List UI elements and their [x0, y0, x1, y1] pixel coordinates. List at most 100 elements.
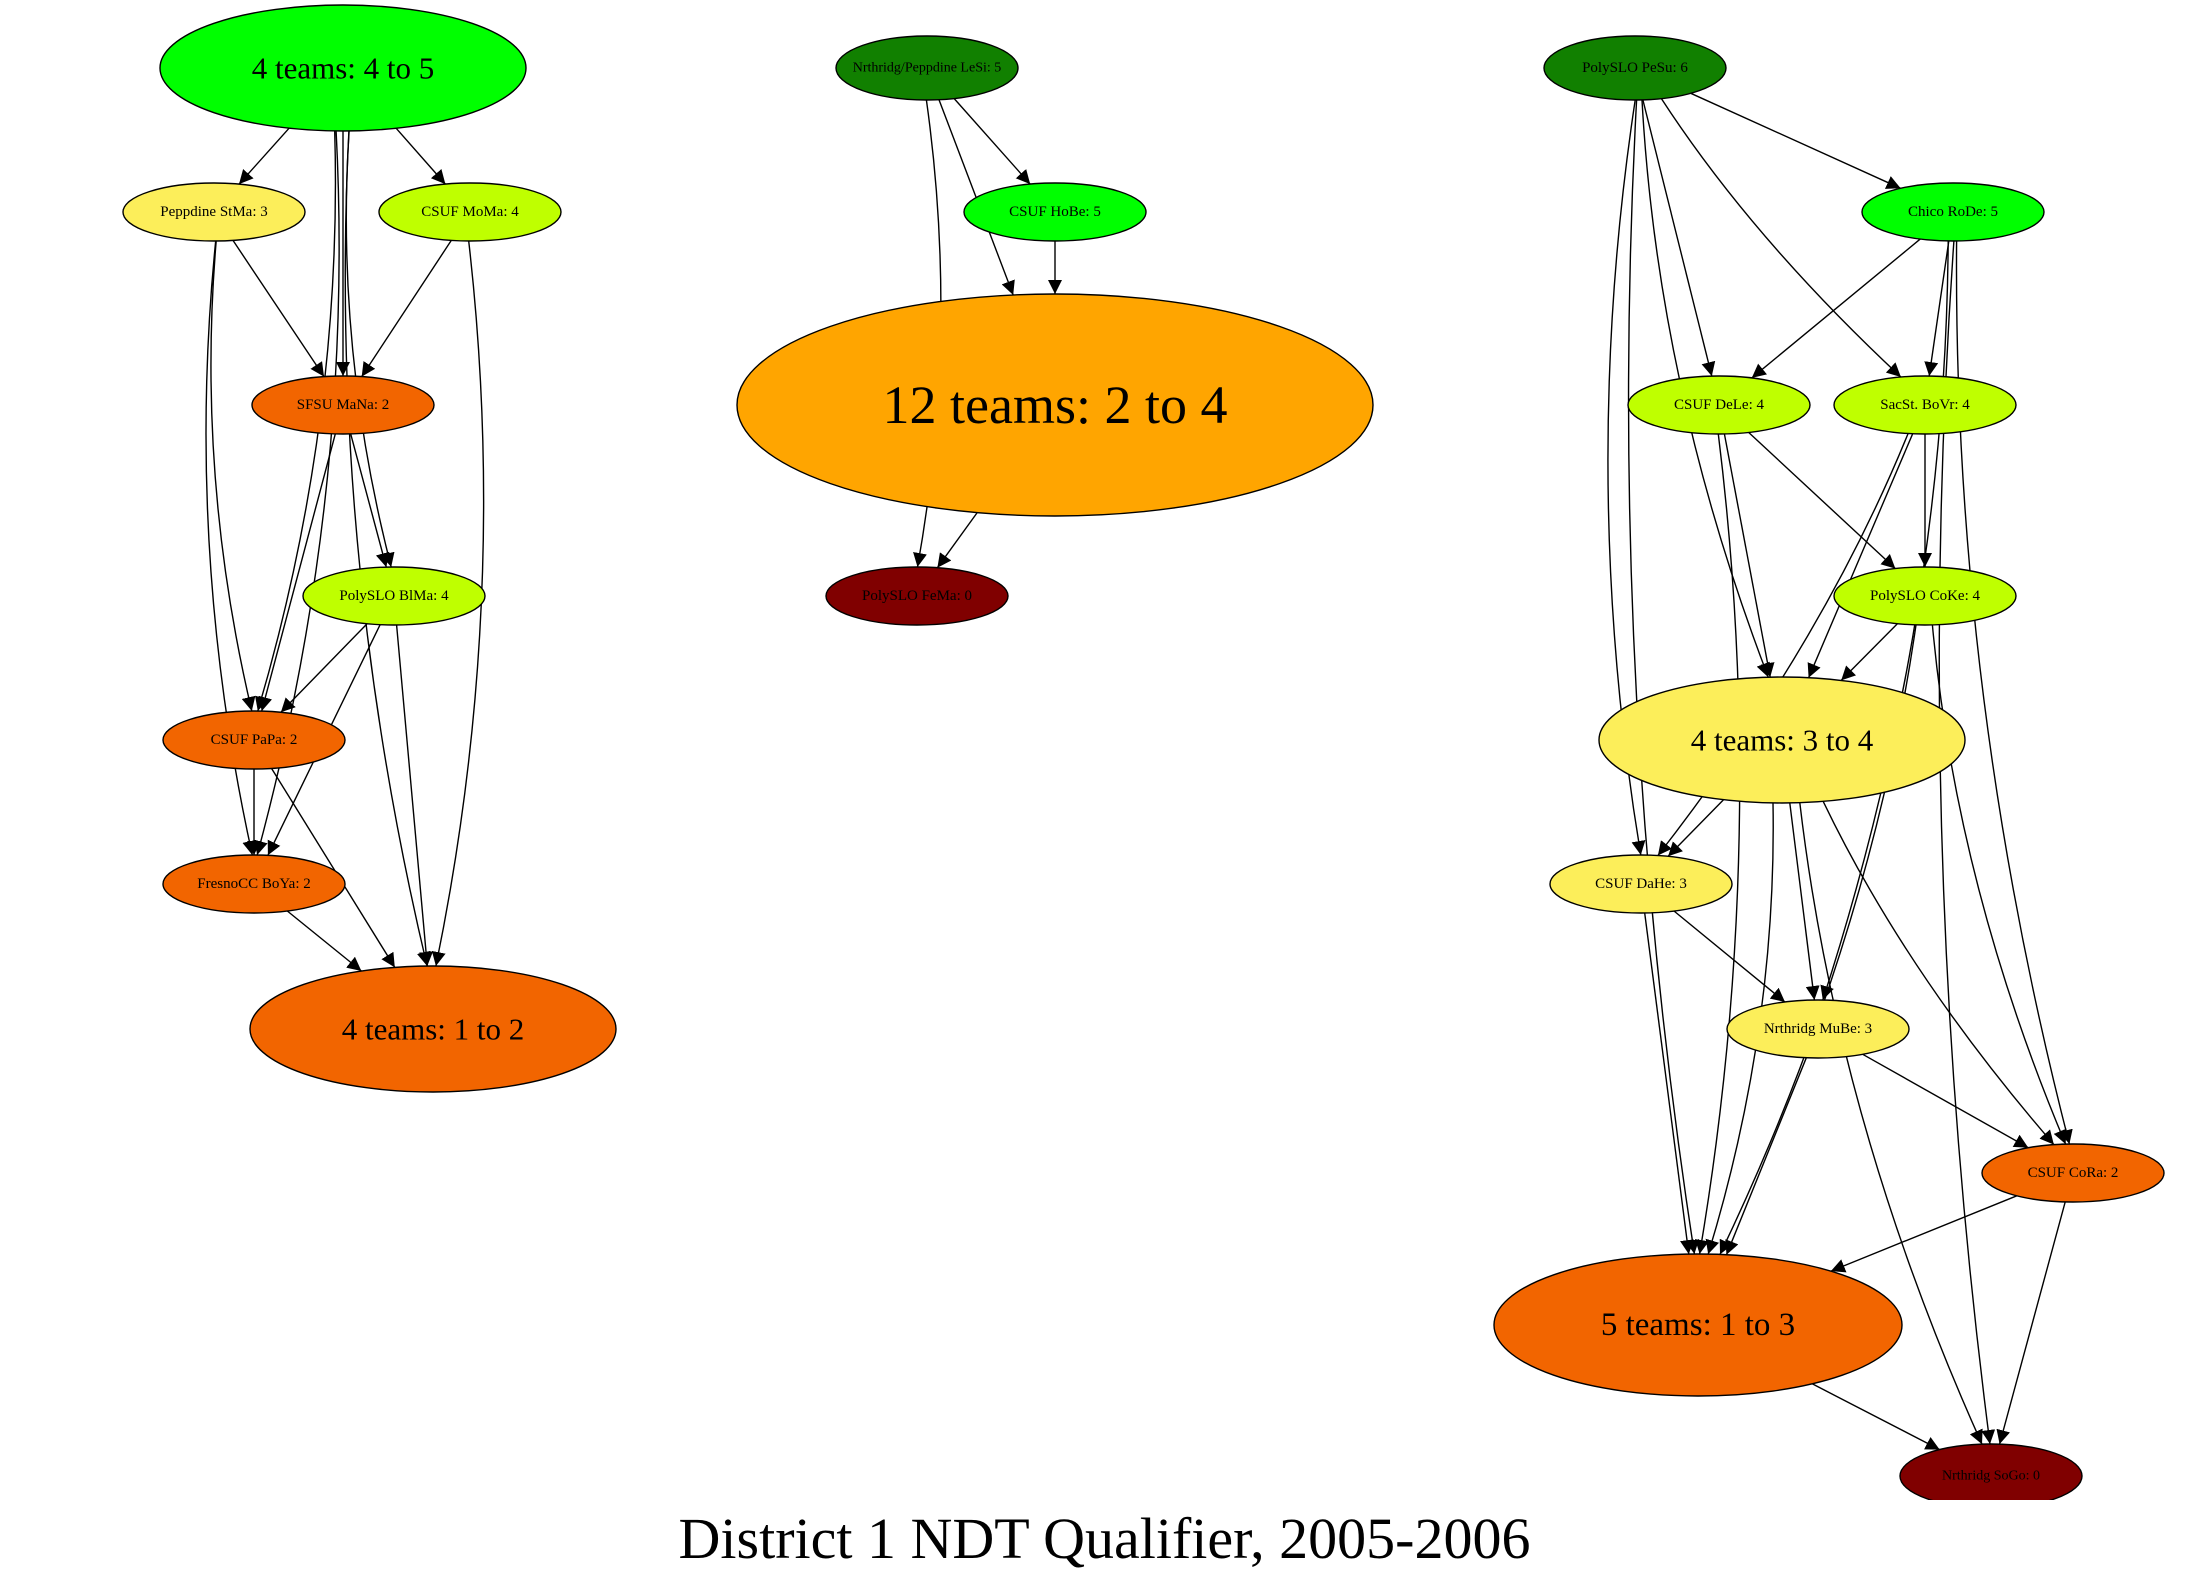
- edge-mana-to-blma: [350, 433, 390, 568]
- edge-pesu-to-g5_13: [1627, 99, 1700, 1255]
- ranking-graph: 4 teams: 4 to 5 Peppdine StMa: 3 CSUF MoMa…: [122, 4, 2165, 1500]
- node-hobe: CSUF HoBe: 5: [963, 182, 1147, 242]
- edge-g4_45-to-moma: [395, 127, 446, 185]
- node-cora: CSUF CoRa: 2: [1981, 1143, 2165, 1203]
- node-label: PolySLO FeMa: 0: [862, 588, 972, 604]
- node-dahe: CSUF DaHe: 3: [1549, 854, 1733, 914]
- edge-g4_34-to-dahe: [1667, 799, 1725, 857]
- edge-blma-to-g4_12: [395, 624, 434, 967]
- edge-mana-to-papa: [258, 433, 336, 712]
- node-label: 4 teams: 3 to 4: [1691, 723, 1874, 758]
- node-ellipse: [1543, 35, 1727, 101]
- edge-rode-to-cora: [1955, 240, 2073, 1145]
- edge-cora-to-sogo: [1996, 1201, 2066, 1445]
- edge-pesu-to-rode: [1690, 92, 1901, 189]
- node-coke: PolySLO CoKe: 4: [1833, 566, 2017, 626]
- node-label: CSUF DeLe: 4: [1674, 397, 1765, 413]
- node-label: 12 teams: 2 to 4: [883, 375, 1228, 435]
- node-papa: CSUF PaPa: 2: [162, 710, 346, 770]
- node-ellipse: [1981, 1143, 2165, 1203]
- node-g4_45: 4 teams: 4 to 5: [159, 4, 527, 132]
- edge-mube-to-cora: [1862, 1053, 2029, 1149]
- edge-rode-to-bovr: [1924, 240, 1950, 377]
- edge-coke-to-cora: [1931, 624, 2067, 1145]
- edge-cora-to-g5_13: [1830, 1195, 2018, 1273]
- edge-g4_45-to-stma: [238, 127, 290, 185]
- edge-dahe-to-g5_13: [1644, 912, 1694, 1255]
- edge-g4_34-to-cora: [1822, 801, 2055, 1146]
- edge-g4_34-to-sogo: [1799, 802, 1983, 1445]
- node-label: CSUF PaPa: 2: [211, 732, 298, 748]
- node-ellipse: [1493, 1253, 1903, 1397]
- node-ellipse: [122, 182, 306, 242]
- node-label: PolySLO CoKe: 4: [1870, 588, 1981, 604]
- node-pesu: PolySLO PeSu: 6: [1543, 35, 1727, 101]
- node-ellipse: [159, 4, 527, 132]
- node-ellipse: [736, 293, 1374, 517]
- edge-stma-to-mana: [232, 240, 325, 377]
- node-blma: PolySLO BlMa: 4: [302, 566, 486, 626]
- edge-moma-to-mana: [361, 240, 452, 377]
- node-ellipse: [1833, 566, 2017, 626]
- node-label: PolySLO BlMa: 4: [339, 588, 449, 604]
- node-label: SacSt. BoVr: 4: [1880, 397, 1970, 413]
- node-ellipse: [1833, 375, 2017, 435]
- node-boya: FresnoCC BoYa: 2: [162, 854, 346, 914]
- edge-dele-to-coke: [1748, 431, 1896, 570]
- node-ellipse: [249, 965, 617, 1093]
- node-label: 4 teams: 1 to 2: [342, 1012, 525, 1047]
- node-ellipse: [1627, 375, 1811, 435]
- edge-bovr-to-g4_34: [1807, 433, 1914, 678]
- node-ellipse: [1726, 999, 1910, 1059]
- node-ellipse: [825, 566, 1009, 626]
- nodes-layer: 4 teams: 4 to 5 Peppdine StMa: 3 CSUF MoMa…: [122, 4, 2165, 1500]
- node-ellipse: [1549, 854, 1733, 914]
- node-label: Nrthridg/Peppdine LeSi: 5: [853, 61, 1002, 76]
- node-g12_24: 12 teams: 2 to 4: [736, 293, 1374, 517]
- edge-g5_13-to-sogo: [1811, 1383, 1941, 1451]
- node-ellipse: [1598, 676, 1966, 804]
- node-ellipse: [162, 854, 346, 914]
- node-rode: Chico RoDe: 5: [1861, 182, 2045, 242]
- edge-g12_24-to-fema: [936, 512, 978, 569]
- node-ellipse: [1899, 1443, 2083, 1500]
- node-label: 5 teams: 1 to 3: [1601, 1307, 1795, 1343]
- node-label: SFSU MaNa: 2: [297, 397, 390, 413]
- node-moma: CSUF MoMa: 4: [378, 182, 562, 242]
- edge-g4_34-to-mube: [1789, 802, 1820, 1001]
- edge-dahe-to-mube: [1673, 910, 1786, 1003]
- node-label: Nrthridg MuBe: 3: [1764, 1021, 1872, 1037]
- edge-pesu-to-dele: [1642, 99, 1716, 377]
- edge-pesu-to-bovr: [1660, 98, 1902, 378]
- node-label: CSUF HoBe: 5: [1009, 204, 1101, 220]
- edge-blma-to-papa: [280, 623, 368, 713]
- node-fema: PolySLO FeMa: 0: [825, 566, 1009, 626]
- node-g4_34: 4 teams: 3 to 4: [1598, 676, 1966, 804]
- node-label: 4 teams: 4 to 5: [252, 51, 435, 86]
- edge-mube-to-g5_13: [1725, 1057, 1807, 1255]
- node-label: CSUF MoMa: 4: [421, 204, 519, 220]
- node-label: CSUF CoRa: 2: [2028, 1165, 2119, 1181]
- node-ellipse: [1861, 182, 2045, 242]
- node-mana: SFSU MaNa: 2: [251, 375, 435, 435]
- node-stma: Peppdine StMa: 3: [122, 182, 306, 242]
- node-mube: Nrthridg MuBe: 3: [1726, 999, 1910, 1059]
- diagram-title: District 1 NDT Qualifier, 2005-2006: [678, 1506, 1531, 1571]
- node-ellipse: [835, 35, 1019, 101]
- node-dele: CSUF DeLe: 4: [1627, 375, 1811, 435]
- node-sogo: Nrthridg SoGo: 0: [1899, 1443, 2083, 1500]
- node-ellipse: [162, 710, 346, 770]
- edge-rode-to-dele: [1751, 238, 1921, 379]
- edge-lesi-to-hobe: [953, 98, 1031, 185]
- node-ellipse: [251, 375, 435, 435]
- node-label: CSUF DaHe: 3: [1595, 876, 1687, 892]
- node-label: PolySLO PeSu: 6: [1582, 60, 1688, 76]
- edge-stma-to-papa: [210, 240, 256, 712]
- edge-papa-to-g4_12: [271, 768, 396, 968]
- edge-dele-to-g4_34: [1723, 433, 1775, 678]
- node-g5_13: 5 teams: 1 to 3: [1493, 1253, 1903, 1397]
- node-label: Peppdine StMa: 3: [160, 204, 268, 220]
- node-ellipse: [302, 566, 486, 626]
- node-label: Chico RoDe: 5: [1908, 204, 1998, 220]
- node-ellipse: [963, 182, 1147, 242]
